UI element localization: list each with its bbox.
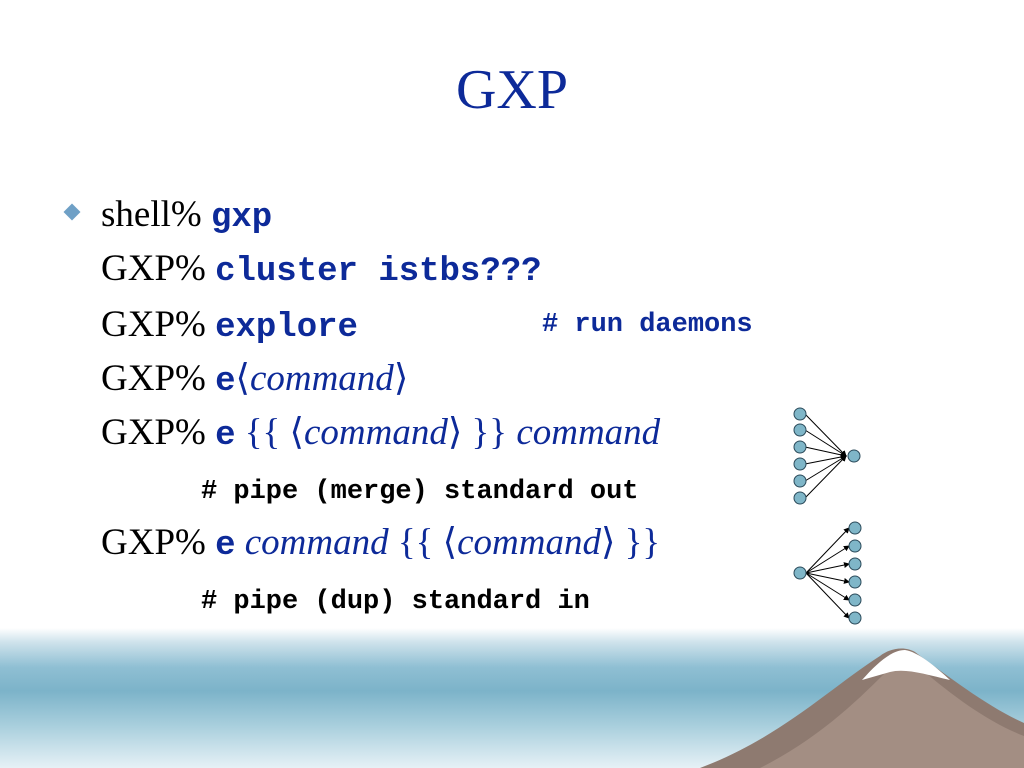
command-text: cluster istbs??? bbox=[215, 253, 542, 291]
prompt: GXP% bbox=[101, 412, 206, 453]
command-text: e bbox=[215, 363, 236, 401]
prompt: GXP% bbox=[101, 522, 206, 563]
leading-command: command bbox=[244, 522, 389, 563]
mountain-graphic bbox=[700, 648, 1024, 768]
argument-placeholder: command bbox=[457, 522, 601, 563]
open-braces: {{ bbox=[244, 412, 281, 453]
open-braces: {{ bbox=[397, 522, 434, 563]
trailing-command: command bbox=[516, 412, 661, 453]
prompt: GXP% bbox=[101, 304, 206, 345]
command-line-4: GXP% e⟨command⟩ bbox=[101, 360, 408, 399]
right-angle: ⟩ bbox=[447, 412, 463, 453]
close-braces: }} bbox=[624, 522, 661, 563]
merge-fan-in-icon bbox=[793, 407, 861, 505]
left-angle: ⟨ bbox=[442, 522, 458, 563]
slide-title: GXP bbox=[455, 59, 569, 121]
prompt: GXP% bbox=[101, 358, 206, 399]
left-angle: ⟨ bbox=[289, 412, 304, 453]
prompt: GXP% bbox=[101, 248, 206, 289]
command-text: explore bbox=[215, 309, 358, 347]
inline-comment: # run daemons bbox=[542, 310, 753, 340]
command-text: e bbox=[215, 527, 236, 565]
command-text: gxp bbox=[210, 199, 273, 237]
command-line-2: GXP% cluster istbs??? bbox=[101, 250, 542, 289]
dup-comment: # pipe (dup) standard in bbox=[201, 587, 590, 617]
dup-fan-out-icon bbox=[793, 521, 862, 625]
merge-comment: # pipe (merge) standard out bbox=[201, 477, 639, 507]
command-line-3: GXP% explore bbox=[101, 306, 358, 345]
command-line-1: shell% gxp bbox=[101, 196, 272, 235]
close-braces: }} bbox=[471, 412, 508, 453]
prompt: shell% bbox=[101, 194, 202, 235]
argument-placeholder: command bbox=[303, 412, 448, 453]
diamond-bullet-icon bbox=[63, 203, 81, 221]
left-angle: ⟨ bbox=[235, 358, 250, 399]
command-text: e bbox=[215, 417, 236, 455]
command-line-6: GXP% e command {{ ⟨command⟩ }} bbox=[101, 524, 660, 563]
argument-placeholder: command bbox=[249, 358, 394, 399]
right-angle: ⟩ bbox=[600, 522, 616, 563]
command-line-5: GXP% e {{ ⟨command⟩ }} command bbox=[101, 414, 660, 453]
right-angle: ⟩ bbox=[393, 358, 409, 399]
